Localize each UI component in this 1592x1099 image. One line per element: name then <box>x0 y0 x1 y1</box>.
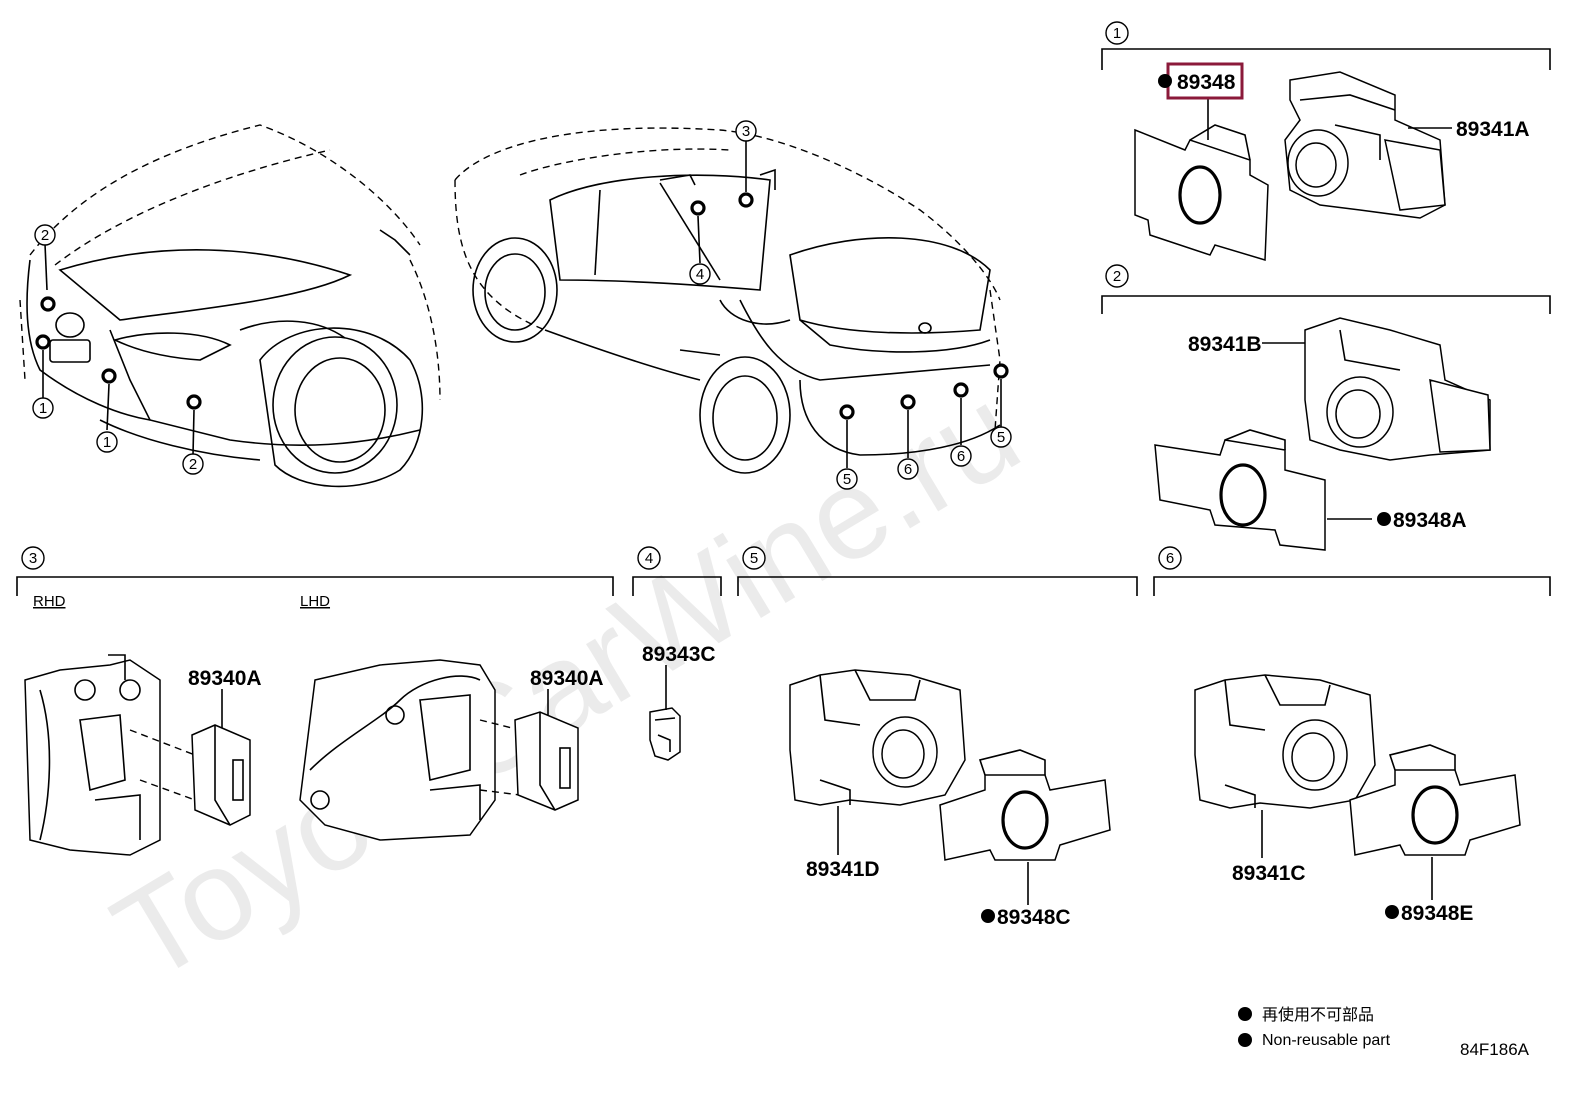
dash-bracket-rhd <box>24 654 161 856</box>
callout-number: 2 <box>189 456 197 473</box>
callout-number: 3 <box>742 123 750 140</box>
group-number: 1 <box>1113 25 1121 42</box>
diagram-code: 84F186A <box>1460 1040 1530 1059</box>
group-6: 6 89341C 89348E <box>1153 546 1551 925</box>
group-1: 1 89348 89341A <box>1101 21 1551 261</box>
callout-circle <box>990 426 1012 448</box>
callout-circle <box>32 397 54 419</box>
group-number: 3 <box>29 550 37 567</box>
bracket-drawing <box>939 749 1111 861</box>
group-number-circle <box>1105 264 1129 288</box>
callout-circle <box>96 431 118 453</box>
legend-jp: 再使用不可部品 <box>1262 1006 1374 1024</box>
non-reusable-dot <box>981 909 995 923</box>
group-bracket <box>1101 295 1551 314</box>
legend-en: Non-reusable part <box>1262 1032 1391 1049</box>
sensor-marker <box>738 192 754 208</box>
group-number-circle <box>742 546 766 570</box>
bracket-drawing <box>1349 744 1521 856</box>
callout-circle <box>950 445 972 467</box>
group-number-circle <box>1105 21 1129 45</box>
ecu-module-lhd <box>514 711 579 811</box>
group-number: 2 <box>1113 268 1121 285</box>
group-bracket <box>737 576 1138 596</box>
group-5: 5 89341D 89348C <box>737 546 1138 929</box>
sensor-marker <box>40 296 56 312</box>
group-3: 3 RHD LHD 89340A <box>16 546 614 856</box>
non-reusable-dot <box>1377 512 1391 526</box>
sensor-marker <box>953 382 969 398</box>
group-number: 5 <box>750 550 758 567</box>
group-4: 4 89343C <box>632 546 722 761</box>
part-number-89343C[interactable]: 89343C <box>642 643 716 666</box>
part-number-89340A-lhd[interactable]: 89340A <box>530 667 604 690</box>
front-sensor-markers: 2 1 1 2 <box>32 224 204 475</box>
callout-circle <box>897 458 919 480</box>
callout-circle <box>689 263 711 285</box>
subgroup-label-rhd: RHD <box>33 593 66 610</box>
sensor-marker <box>993 363 1009 379</box>
part-number-89341C[interactable]: 89341C <box>1232 862 1306 885</box>
part-number-89348A[interactable]: 89348A <box>1393 509 1467 532</box>
group-number-circle <box>1158 546 1182 570</box>
part-number-89340A-rhd[interactable]: 89340A <box>188 667 262 690</box>
sensor-marker <box>186 394 202 410</box>
part-number-89348[interactable]: 89348 <box>1177 71 1236 94</box>
sensor-marker <box>690 200 706 216</box>
callout-number: 1 <box>39 400 47 417</box>
sensor-marker <box>839 404 855 420</box>
part-number-89348E[interactable]: 89348E <box>1401 902 1473 925</box>
legend: 再使用不可部品 Non-reusable part <box>1238 1006 1391 1049</box>
group-bracket <box>1101 48 1551 70</box>
sensor-marker <box>900 394 916 410</box>
callout-number: 2 <box>41 227 49 244</box>
sensor-drawing <box>1304 317 1491 461</box>
callout-number: 4 <box>696 266 704 283</box>
ecu-module-rhd <box>191 724 251 826</box>
group-number: 4 <box>645 550 653 567</box>
callout-number: 5 <box>997 429 1005 446</box>
non-reusable-dot <box>1158 74 1172 88</box>
connector-drawing <box>649 707 681 761</box>
group-number: 6 <box>1166 550 1174 567</box>
non-reusable-dot <box>1385 905 1399 919</box>
dash-bracket-lhd <box>299 659 496 841</box>
legend-dot <box>1238 1007 1252 1021</box>
rear-car-drawing <box>454 127 1001 474</box>
callout-number: 6 <box>904 461 912 478</box>
bracket-drawing <box>1154 429 1326 551</box>
legend-dot <box>1238 1033 1252 1047</box>
group-bracket <box>1153 576 1551 596</box>
group-bracket <box>632 576 722 596</box>
part-number-89341A[interactable]: 89341A <box>1456 118 1530 141</box>
subgroup-label-lhd: LHD <box>300 593 330 610</box>
sensor-drawing <box>789 669 966 806</box>
sensor-marker <box>101 368 117 384</box>
rear-sensor-markers: 3 4 5 6 6 5 <box>689 120 1012 490</box>
callout-circle <box>182 453 204 475</box>
bracket-drawing <box>1134 124 1269 261</box>
front-car-drawing <box>19 124 441 488</box>
group-bracket <box>16 576 614 596</box>
sensor-drawing <box>1284 71 1446 219</box>
callout-number: 6 <box>957 448 965 465</box>
sensor-drawing <box>1194 674 1376 809</box>
callout-circle <box>836 468 858 490</box>
part-number-89348C[interactable]: 89348C <box>997 906 1071 929</box>
sensor-marker <box>35 334 51 350</box>
group-2: 2 89341B 89348A <box>1101 264 1551 551</box>
callout-number: 5 <box>843 471 851 488</box>
part-number-89341D[interactable]: 89341D <box>806 858 880 881</box>
callout-circle <box>34 224 56 246</box>
group-number-circle <box>21 546 45 570</box>
callout-number: 1 <box>103 434 111 451</box>
group-number-circle <box>637 546 661 570</box>
part-number-89341B[interactable]: 89341B <box>1188 333 1262 356</box>
